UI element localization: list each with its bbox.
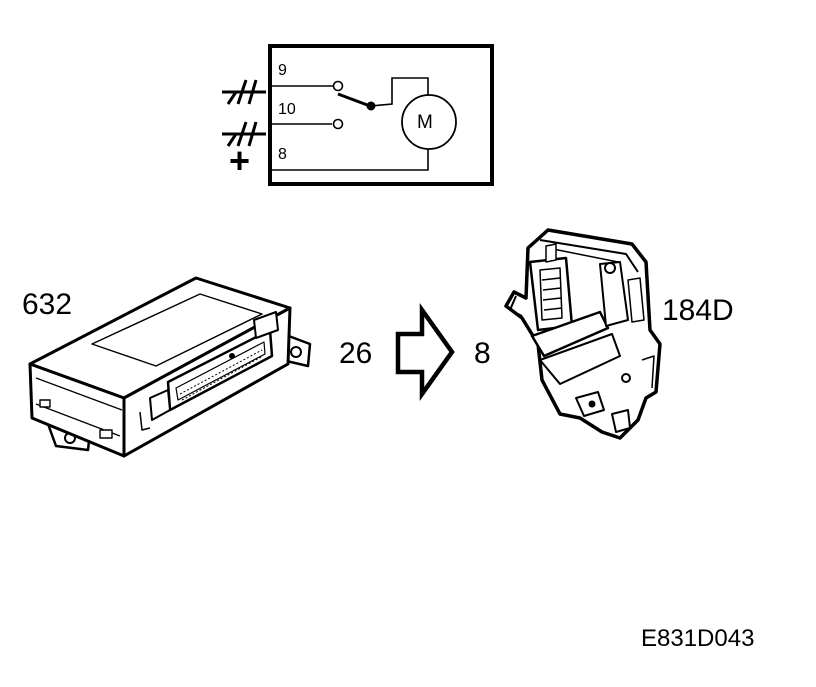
switch-contact-upper [332, 80, 344, 92]
control-module-label: 632 [22, 288, 73, 321]
motor-label: M [417, 112, 433, 133]
source-pin-label: 26 [339, 337, 373, 370]
pin-label-10: 10 [278, 101, 296, 118]
pin-label-8: 8 [278, 146, 287, 163]
schematic-frame [268, 44, 494, 186]
connection-arrow-icon [395, 302, 455, 402]
pin-label-9: 9 [278, 62, 287, 79]
pivot-wire [370, 77, 429, 107]
motor-switch-schematic [268, 44, 494, 186]
actuator-label: 184D [662, 294, 734, 327]
switch-contact-lower [332, 118, 344, 130]
actuator-drawing [504, 228, 662, 440]
target-pin-label: 8 [474, 337, 491, 370]
figure-code: E831D043 [641, 625, 755, 652]
ground-symbol-pin10 [222, 121, 266, 147]
motor-symbol [401, 94, 457, 150]
switch-blade [337, 92, 371, 108]
plus-symbol: + [229, 140, 251, 181]
ground-symbol-pin9 [222, 79, 266, 105]
pin8-wire [272, 146, 429, 171]
control-module-drawing [28, 276, 312, 458]
